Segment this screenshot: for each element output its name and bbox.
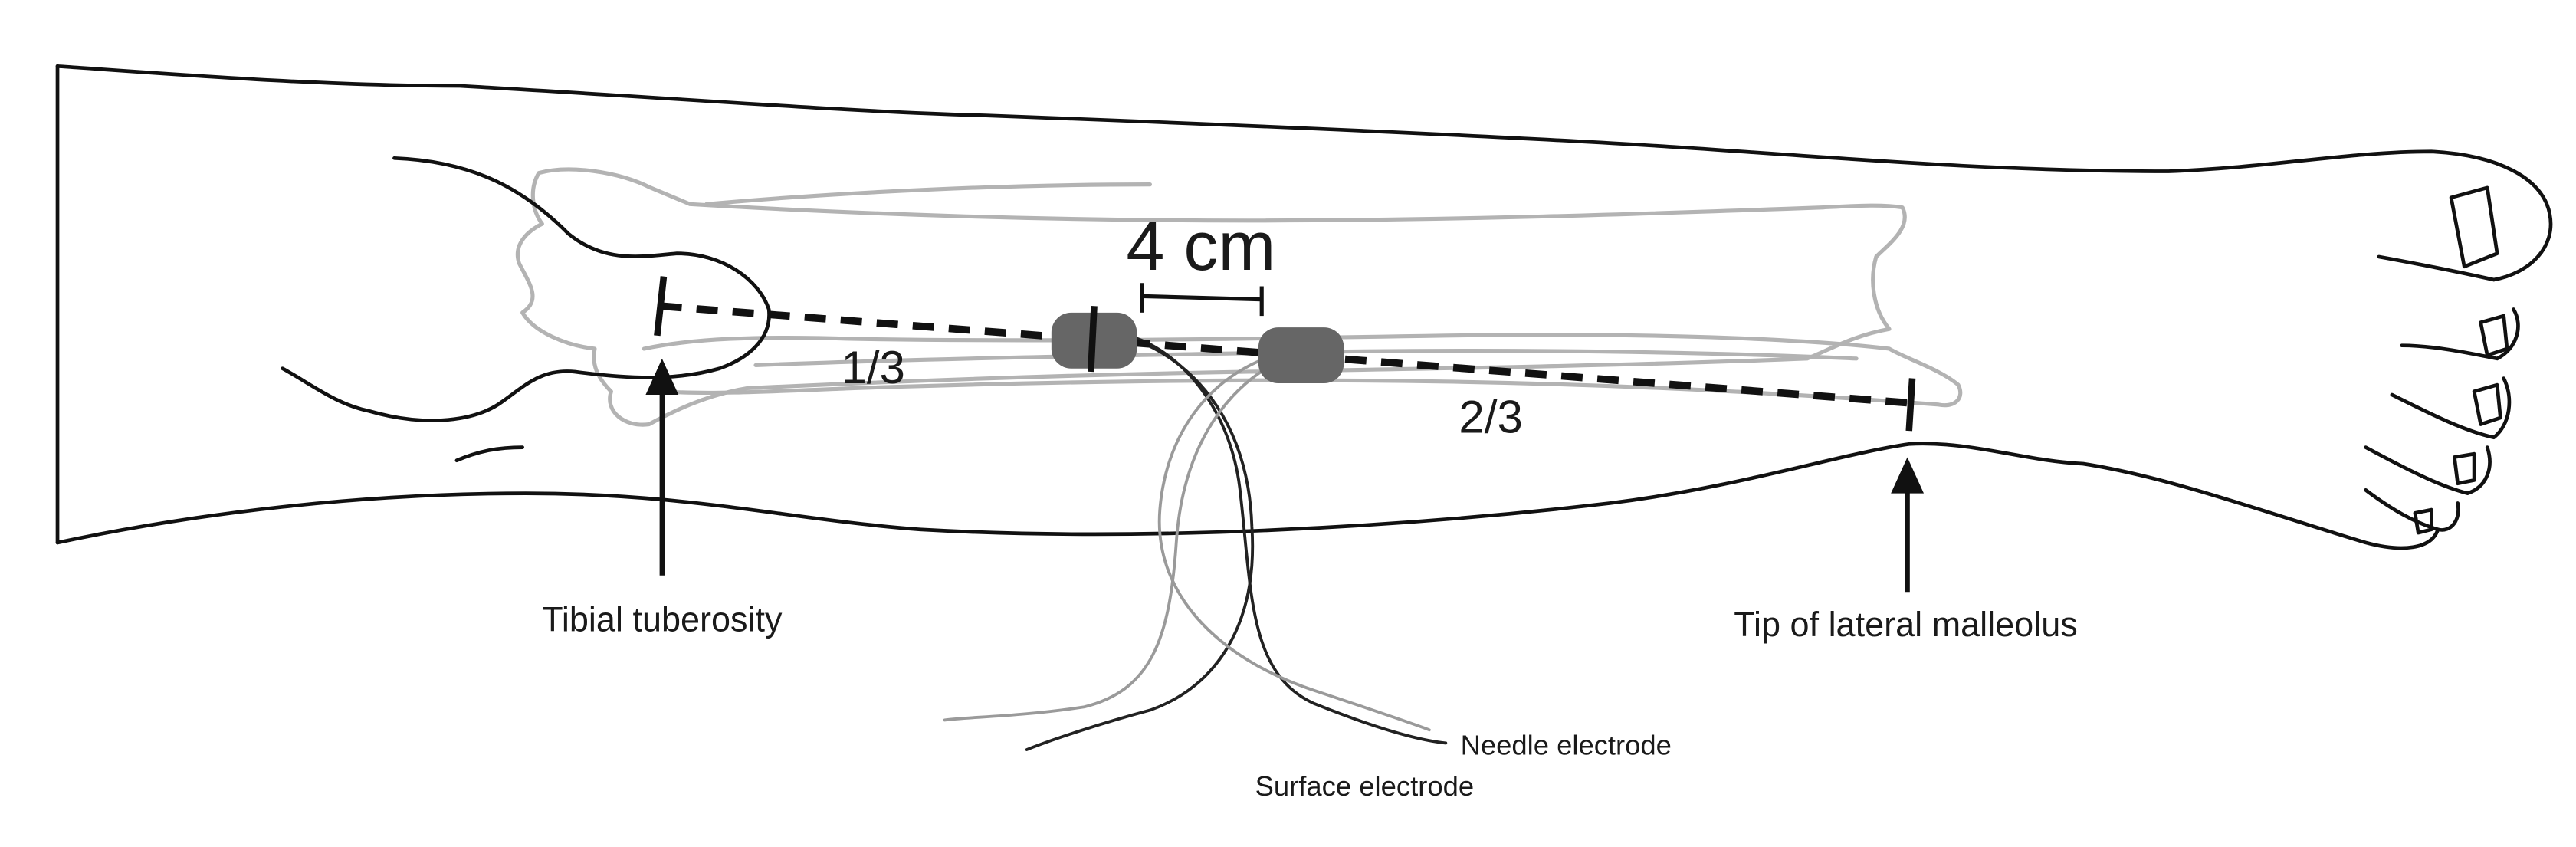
calf-crease	[454, 445, 524, 463]
leg-top-edge	[55, 64, 2553, 282]
needle-wire-1	[1132, 336, 1448, 745]
surface-electrode-pad	[1258, 327, 1344, 383]
knee-contour	[281, 156, 771, 422]
leg-outline	[55, 64, 2553, 550]
surface-wire-1	[1157, 350, 1431, 732]
two-thirds-label: 2/3	[1459, 391, 1522, 442]
lateral-malleolus-label: Tip of lateral malleolus	[1734, 605, 2078, 644]
leg-bottom-edge	[55, 442, 2440, 550]
toe-line-5	[2364, 488, 2460, 532]
toenail-3	[2472, 382, 2502, 426]
surface-electrode-label: Surface electrode	[1255, 770, 1474, 802]
malleolus-arrowhead	[1891, 457, 1925, 494]
toenail-1	[2449, 185, 2499, 269]
one-third-point-tick	[1087, 306, 1098, 373]
electrode-wires	[943, 336, 1448, 751]
tibial-tuberosity-label: Tibial tuberosity	[542, 600, 783, 639]
toe-line-1	[2377, 254, 2496, 282]
tibia-crest	[704, 182, 1153, 206]
toenail-2	[2479, 314, 2509, 357]
electrodes	[1051, 312, 1344, 383]
landmark-ticks	[654, 276, 1916, 432]
malleolus-tick	[1905, 378, 1916, 432]
fibula-outline	[642, 333, 1963, 408]
toe-line-2	[2400, 307, 2520, 361]
distance-label: 4 cm	[1126, 208, 1275, 285]
surface-wire-2	[943, 353, 1293, 722]
bracket-horizontal	[1141, 294, 1262, 302]
distance-bracket	[1140, 283, 1264, 317]
toenail-4	[2453, 451, 2476, 486]
tibial-tuberosity-tick	[654, 276, 668, 337]
needle-electrode-label: Needle electrode	[1461, 729, 1672, 760]
tibia-outline	[515, 167, 1907, 427]
toe-line-3	[2390, 376, 2512, 440]
diagram-labels: 4 cm 1/3 2/3 Tibial tuberosity Tip of la…	[542, 208, 2078, 802]
landmark-arrows	[645, 358, 1925, 593]
tibial-tuberosity-arrowhead	[645, 358, 679, 395]
needle-wire-2	[1025, 339, 1255, 751]
toenail-5	[2413, 507, 2433, 535]
one-third-label: 1/3	[841, 342, 904, 393]
toe-line-4	[2364, 445, 2492, 495]
